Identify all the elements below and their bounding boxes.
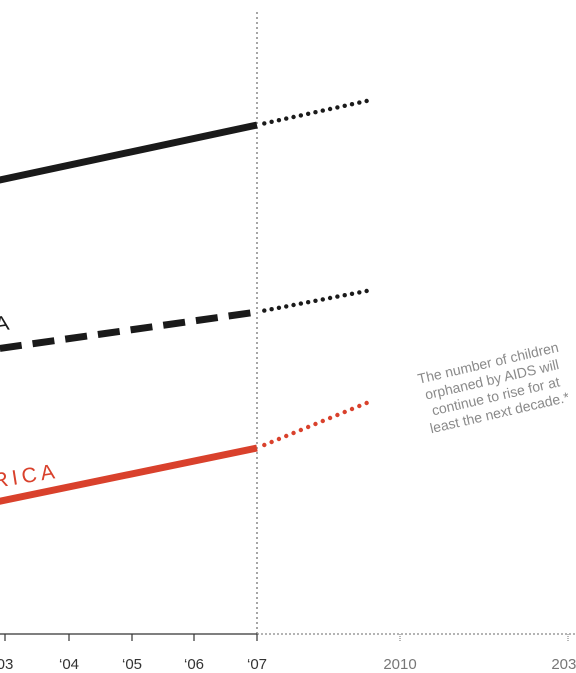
projection-dot-2 [349, 406, 355, 412]
projection-dot-1 [284, 304, 289, 309]
projection-dot-2 [335, 412, 340, 418]
projection-dot-0 [313, 110, 318, 115]
annotation: The number of children orphaned by AIDS … [416, 339, 571, 436]
projection-dot-2 [313, 421, 318, 427]
projection-dot-2 [284, 433, 289, 439]
projection-dot-0 [320, 108, 325, 113]
x-tick-label: ‘04 [59, 656, 79, 673]
x-tick-label: 2030 [551, 656, 576, 673]
projection-dot-0 [305, 111, 311, 117]
projection-dot-2 [262, 442, 267, 448]
projection-dot-0 [276, 118, 282, 123]
projection-dot-1 [269, 307, 274, 312]
projection-dot-0 [335, 105, 340, 110]
x-tick-label: ‘06 [184, 656, 204, 673]
projection-dot-2 [298, 427, 304, 433]
projection-dot-1 [305, 300, 311, 305]
projection-dot-2 [291, 430, 296, 436]
projection-dot-2 [327, 415, 333, 421]
projection-dot-1 [298, 301, 304, 306]
projection-dot-0 [364, 98, 369, 104]
projection-dot-2 [320, 418, 325, 424]
projection-dot-2 [364, 400, 369, 406]
x-tick-label: ‘05 [122, 656, 142, 673]
projection-dot-0 [298, 113, 304, 118]
projection-dot-0 [349, 102, 355, 107]
x-tick-label: ‘07 [247, 656, 267, 673]
projection-dot-2 [357, 403, 362, 409]
x-tick-label: 03 [0, 656, 13, 673]
projection-dot-0 [291, 114, 296, 120]
projection-dot-0 [269, 119, 274, 125]
series-line-0 [0, 121, 258, 184]
projection-dot-0 [327, 106, 333, 112]
projection-dot-1 [342, 293, 347, 298]
projection-dot-1 [357, 290, 362, 295]
projection-dot-2 [342, 409, 347, 415]
series-line-2 [0, 444, 258, 505]
projection-dot-1 [320, 297, 325, 302]
projection-dot-1 [276, 305, 282, 310]
projection-dot-1 [364, 288, 369, 294]
projection-dot-1 [335, 294, 340, 299]
projection-dot-1 [262, 308, 267, 313]
projection-dot-2 [276, 436, 282, 442]
projection-dot-0 [262, 121, 267, 126]
projection-dot-1 [327, 295, 333, 301]
projection-dot-0 [342, 103, 347, 109]
x-ticks: 03 ‘04 ‘05 ‘06 ‘07 2010 2030 [0, 634, 576, 673]
series-label-dashed: A [0, 311, 15, 337]
series-group [0, 98, 369, 505]
projection-dot-1 [349, 291, 355, 296]
projection-dot-1 [291, 302, 296, 308]
projection-dot-0 [284, 116, 289, 121]
projection-dot-0 [357, 100, 362, 105]
projection-dot-1 [313, 298, 318, 303]
projection-dot-2 [269, 439, 274, 445]
projection-dot-2 [305, 424, 311, 430]
x-tick-label: 2010 [383, 656, 416, 673]
series-line-1 [0, 308, 258, 352]
